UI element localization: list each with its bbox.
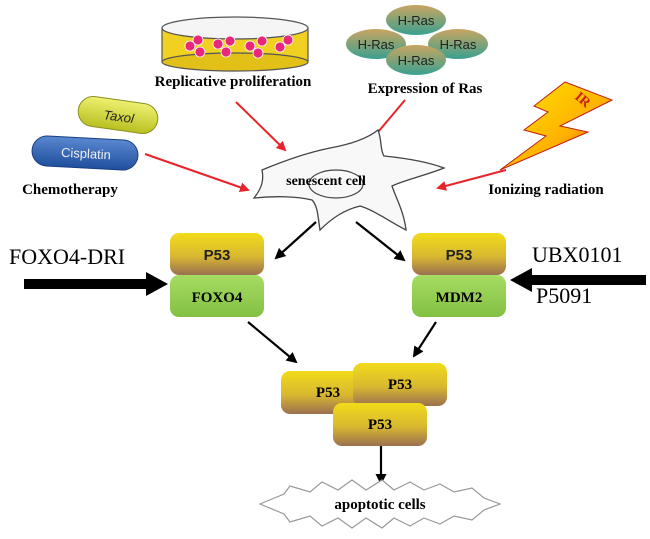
p5091-label: P5091 <box>536 283 592 308</box>
foxo4-label: FOXO4 <box>192 290 243 306</box>
p53-mdm2-complex: P53 MDM2 <box>412 233 506 317</box>
foxo4-dri-label: FOXO4-DRI <box>9 244 125 269</box>
p53-cluster-box-2 <box>353 363 447 406</box>
cisplatin-pill-icon: Cisplatin <box>31 135 139 171</box>
apoptotic-starburst-icon <box>258 479 502 529</box>
taxol-pill-icon: Taxol <box>77 96 159 134</box>
ras-label-bottom: H-Ras <box>398 53 435 68</box>
arrow-replicative-to-cell <box>235 101 287 152</box>
p53-box-right <box>412 233 506 275</box>
ras-cluster-icon: H-Ras H-Ras H-Ras H-Ras <box>346 5 488 75</box>
expression-of-ras-label: Expression of Ras <box>368 81 483 97</box>
ras-label-top: H-Ras <box>398 13 435 28</box>
apoptotic-cells-label: apoptotic cells <box>334 497 425 513</box>
foxo4-box <box>170 275 264 317</box>
foxo4-dri-arrow <box>24 272 168 296</box>
p53-cluster-box-3 <box>333 403 427 446</box>
cisplatin-label: Cisplatin <box>61 145 112 163</box>
p53-left-label: P53 <box>204 247 231 264</box>
senescent-cell-label: senescent cell <box>286 174 366 189</box>
arrow-chemo-to-cell <box>144 153 250 193</box>
ras-label-right: H-Ras <box>440 37 477 52</box>
red-arrows <box>144 99 507 193</box>
lightning-bolt-icon: IR <box>499 81 614 171</box>
black-arrows-cell <box>274 221 406 262</box>
ras-label-left: H-Ras <box>358 37 395 52</box>
arrow-foxo4-to-p53 <box>247 321 298 364</box>
p53-cluster-label-1: P53 <box>316 385 340 401</box>
arrow-mdm2-to-p53 <box>412 321 437 358</box>
p53-right-label: P53 <box>446 247 473 264</box>
replicative-proliferation-label: Replicative proliferation <box>155 74 312 90</box>
petri-dish-icon <box>161 16 309 72</box>
arrow-radiation-to-cell <box>436 169 507 191</box>
p53-cluster: P53 P53 P53 <box>281 363 447 446</box>
mdm2-box <box>412 275 506 317</box>
ubx-p5091-arrow <box>510 268 646 292</box>
senescent-cell-icon <box>252 128 446 232</box>
arrow-cell-to-mdm2 <box>355 221 406 262</box>
chemotherapy-label: Chemotherapy <box>22 182 118 198</box>
mdm2-label: MDM2 <box>436 290 483 306</box>
p53-cluster-label-3: P53 <box>368 417 392 433</box>
taxol-label: Taxol <box>103 107 136 126</box>
p53-cluster-label-2: P53 <box>388 377 412 393</box>
arrow-cell-to-foxo4 <box>274 221 317 260</box>
p53-box-left <box>170 233 264 275</box>
p53-foxo4-complex: P53 FOXO4 <box>170 233 264 317</box>
black-arrows-cluster <box>247 321 437 364</box>
ionizing-radiation-label: Ionizing radiation <box>488 182 604 198</box>
ubx0101-label: UBX0101 <box>532 242 622 267</box>
